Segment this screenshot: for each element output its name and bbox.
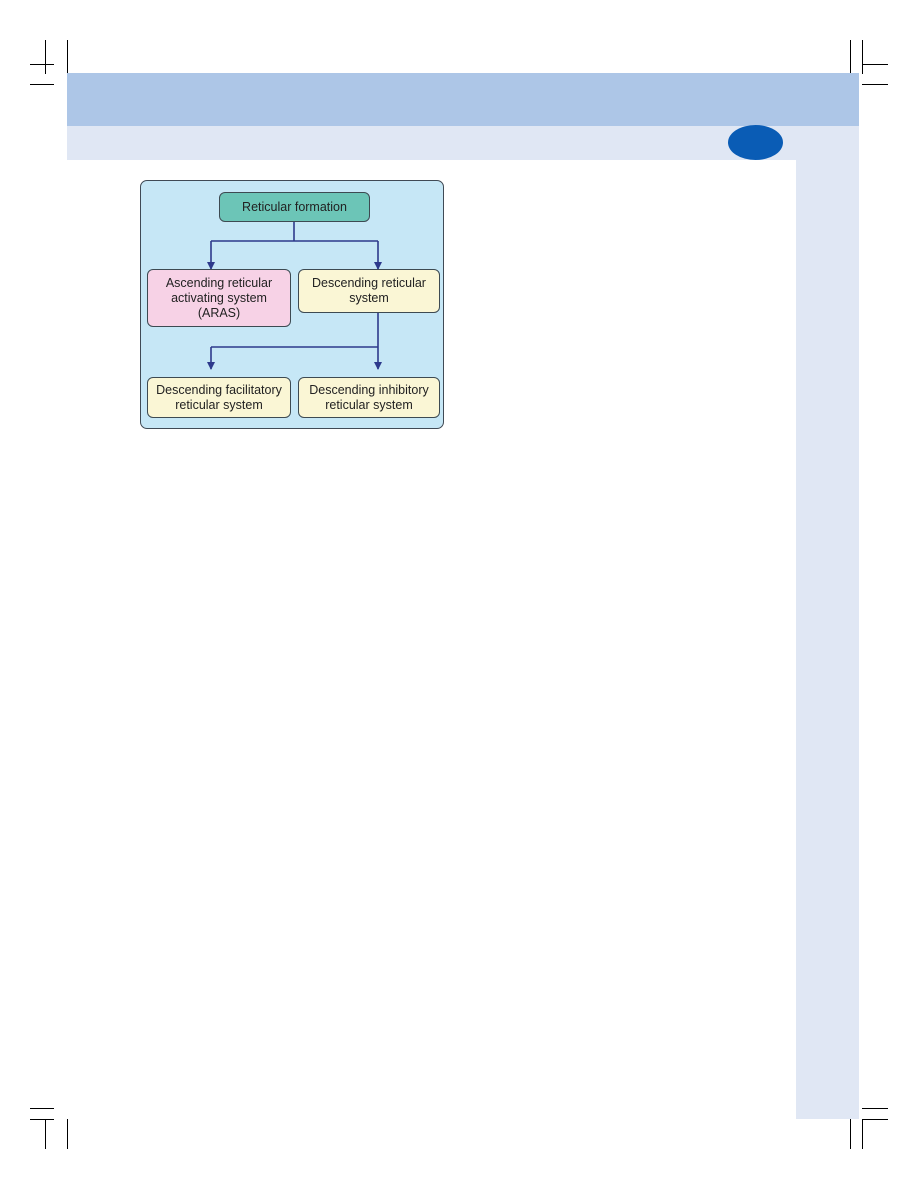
node-label: Reticular formation: [242, 199, 347, 214]
reticular-formation-diagram: Reticular formation Ascending reticular …: [140, 180, 444, 429]
crop-mark: [862, 64, 888, 65]
crop-mark: [862, 84, 888, 85]
crop-mark: [30, 1108, 54, 1109]
page-number-badge: [728, 125, 783, 160]
crop-mark: [67, 40, 68, 74]
crop-mark: [67, 1119, 68, 1149]
crop-mark: [45, 1119, 46, 1149]
node-descending-facilitatory: Descending facilitatory reticular system: [147, 377, 291, 418]
node-reticular-formation: Reticular formation: [219, 192, 370, 222]
node-label: Descending inhibitory reticular system: [309, 382, 429, 412]
node-label: Descending reticular system: [312, 276, 426, 305]
crop-mark: [850, 40, 851, 74]
crop-mark: [30, 1119, 54, 1120]
side-column: [796, 126, 859, 1119]
crop-mark: [30, 84, 54, 85]
node-descending-reticular-system: Descending reticular system: [298, 269, 440, 313]
crop-mark: [45, 40, 46, 74]
crop-mark: [862, 40, 863, 74]
node-label: Descending facilitatory reticular system: [156, 382, 282, 412]
crop-mark: [862, 1119, 888, 1120]
crop-mark: [850, 1119, 851, 1149]
connector-arrows: [207, 222, 382, 370]
node-aras: Ascending reticular activating system (A…: [147, 269, 291, 327]
crop-mark: [862, 1108, 888, 1109]
subheader-band: [67, 126, 796, 160]
header-band: [67, 73, 859, 126]
crop-mark: [862, 1119, 863, 1149]
node-descending-inhibitory: Descending inhibitory reticular system: [298, 377, 440, 418]
node-label: Ascending reticular activating system (A…: [165, 275, 273, 320]
crop-mark: [30, 64, 54, 65]
